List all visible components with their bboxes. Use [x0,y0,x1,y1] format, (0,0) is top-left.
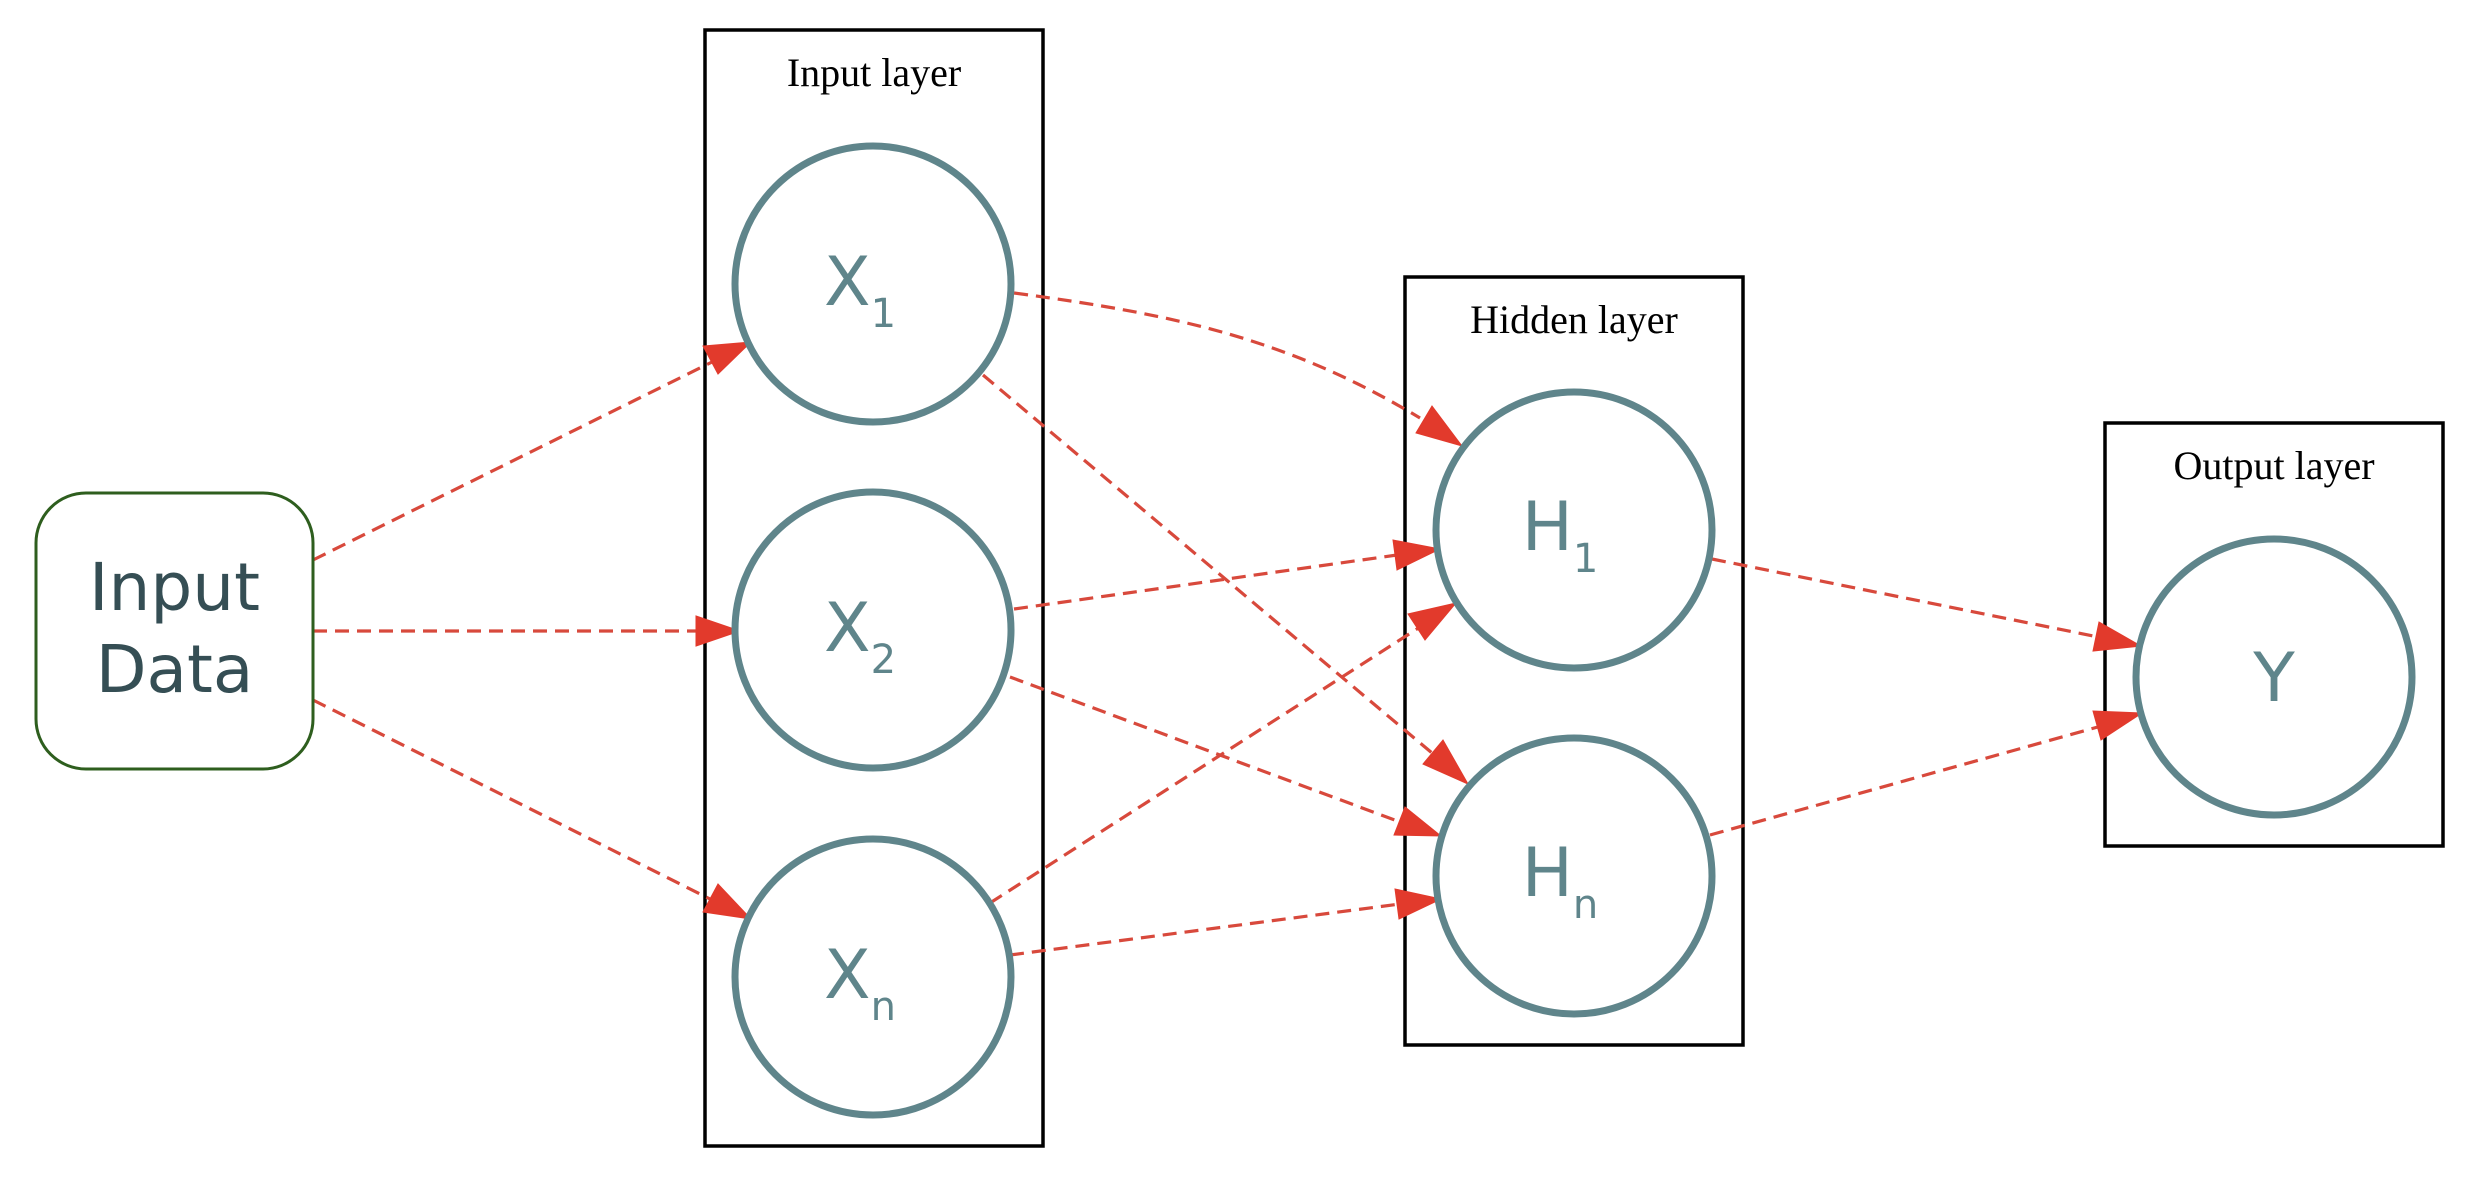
node-x1-label: X1 [824,243,896,337]
node-x1-circle [731,142,1015,426]
arrowhead-input-data-x1 [702,341,753,375]
edge-xn-h1 [989,625,1421,905]
input-data-label-line1: Input [89,549,260,626]
node-x2-circle [731,488,1015,772]
node-xn: Xn [731,835,1015,1119]
node-hn-main: H [1522,834,1573,913]
node-hn: Hn [1432,734,1716,1018]
edge-input-data-x1 [312,360,713,562]
cluster-hidden-layer: Hidden layer [1403,275,1745,1047]
arrowhead-input-data-x2 [695,615,742,647]
arrowhead-input-data-xn [702,883,753,920]
edge-xn-hn [1009,902,1401,957]
node-xn-main: X [824,936,871,1015]
edge-input-data-xn [312,698,713,902]
node-x2-main: X [824,589,871,668]
arrowhead-h1-y [2092,621,2143,652]
edge-x1-h1 [1013,291,1421,420]
node-x1: X1 [731,142,1015,426]
arrowhead-xn-h1 [1407,602,1458,641]
arrowhead-x2-hn [1393,806,1443,837]
edge-x2-hn [1009,675,1401,824]
node-x2: X2 [731,488,1015,772]
input-data-label-line2: Data [96,631,254,708]
output-layer-label: Output layer [2173,443,2374,488]
node-xn-label: Xn [824,936,896,1030]
edge-group [312,291,2144,957]
cluster-input-layer: Input layer [703,28,1045,1148]
edge-h1-y [1711,557,2104,640]
edge-x1-hn [981,373,1434,755]
node-y: Y [2132,535,2416,819]
node-h1-circle [1432,388,1716,672]
input-layer-box [703,28,1045,1148]
node-h1-main: H [1522,488,1573,567]
input-layer-label: Input layer [787,50,961,95]
arrowhead-hn-y [2092,710,2144,741]
input-data-box [34,491,315,771]
node-hn-label: Hn [1522,834,1599,928]
node-y-label: Y [2252,639,2295,718]
arrowhead-xn-hn [1394,888,1443,920]
input-data-node: Input Data [34,491,315,771]
node-x1-main: X [824,243,871,322]
node-h1: H1 [1432,388,1716,672]
edge-hn-y [1709,723,2106,837]
node-h1-sub: 1 [1573,536,1598,582]
hidden-layer-box [1403,275,1745,1047]
arrowhead-x1-h1 [1415,405,1464,447]
node-hn-sub: n [1573,882,1598,928]
node-h1-label: H1 [1522,488,1599,582]
node-y-circle [2132,535,2416,819]
node-hn-circle [1432,734,1716,1018]
arrowhead-x2-h1 [1392,539,1442,571]
hidden-layer-label: Hidden layer [1470,297,1678,342]
node-xn-sub: n [871,984,896,1030]
node-xn-circle [731,835,1015,1119]
node-x1-sub: 1 [871,291,896,337]
node-x2-sub: 2 [871,637,896,683]
node-x2-label: X2 [824,589,896,683]
arrowhead-x1-hn [1422,739,1470,786]
